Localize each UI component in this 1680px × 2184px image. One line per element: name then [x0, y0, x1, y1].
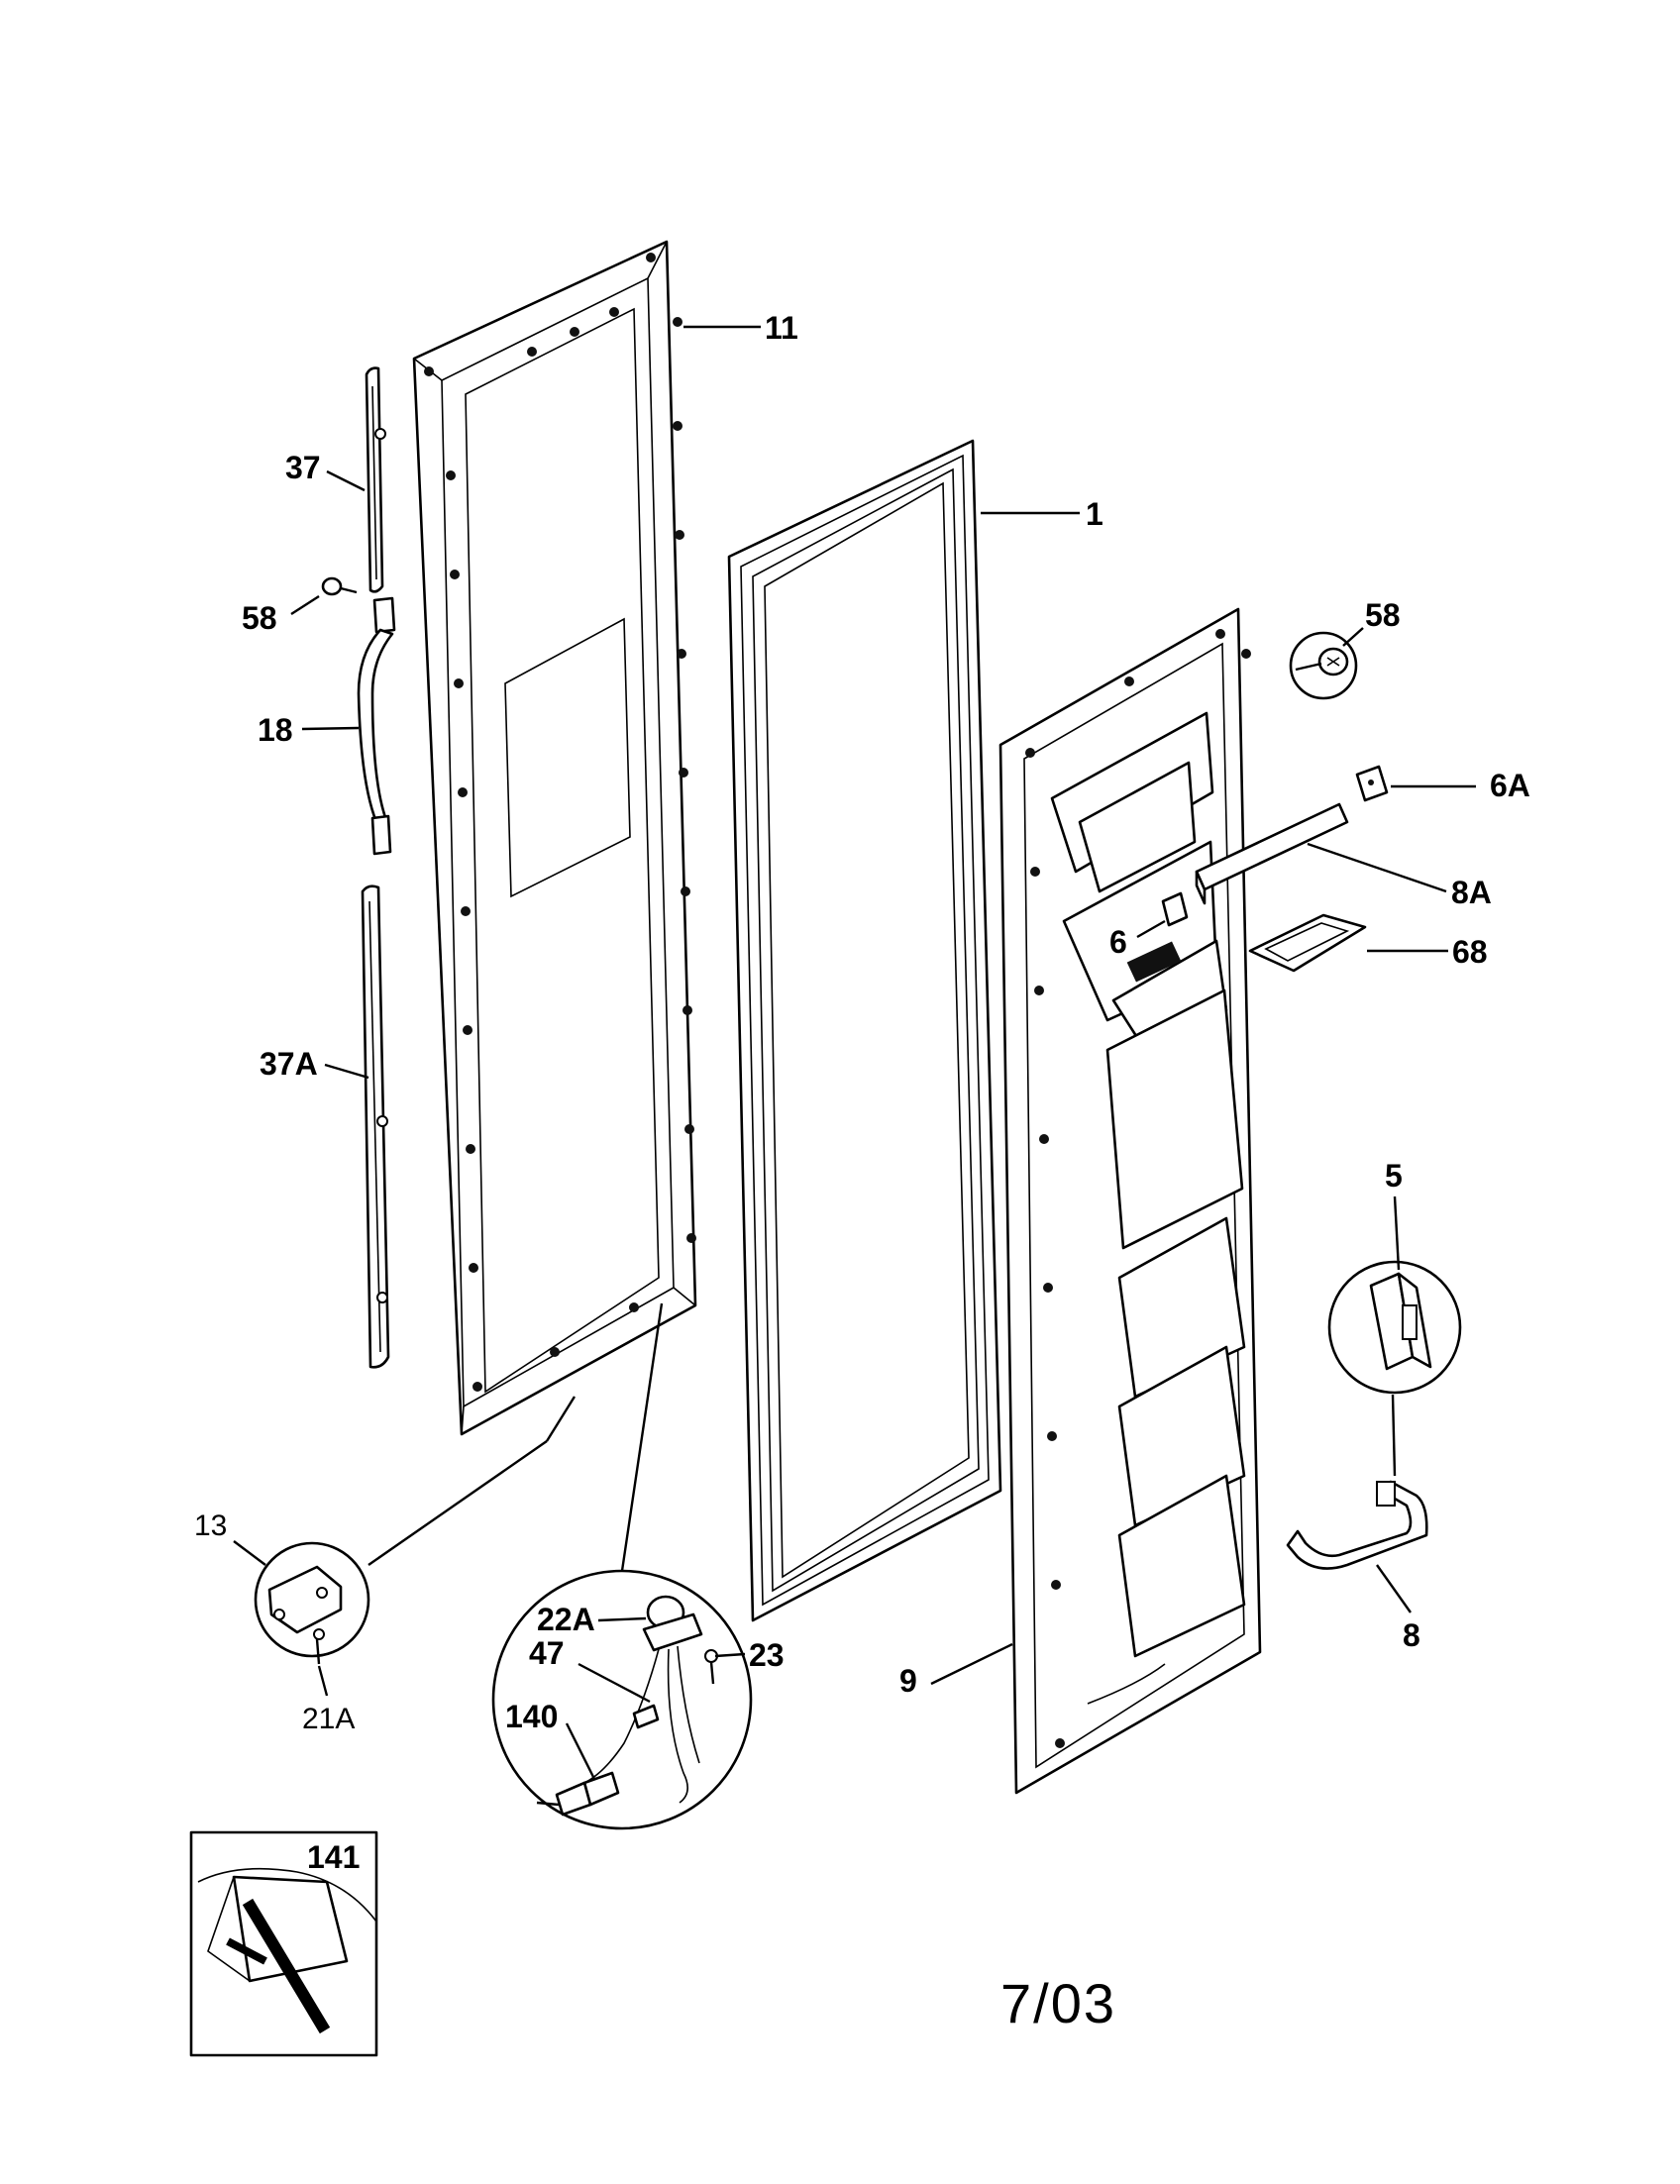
harness-bracket-part-8: [1286, 1480, 1428, 1613]
handle-part-18: [301, 596, 396, 856]
callout-37a: 37A: [260, 1046, 318, 1082]
trim-strip-part-37a: [324, 884, 390, 1369]
callout-140: 140: [505, 1699, 558, 1734]
callout-22a: 22A: [537, 1602, 595, 1637]
callout-141: 141: [307, 1839, 360, 1875]
bracket-inset-13-21a: [233, 1396, 577, 1697]
switch-inset-part-5: [1327, 1196, 1462, 1477]
revision-date: 7/03: [1000, 1972, 1116, 2034]
screw-inset-part-58-right: [1289, 627, 1364, 700]
callout-6: 6: [1109, 924, 1127, 960]
callout-58-right: 58: [1365, 597, 1401, 633]
channel-part-8a: [1195, 802, 1447, 905]
callout-58-left: 58: [242, 600, 277, 636]
callout-13: 13: [194, 1509, 227, 1542]
callout-1: 1: [1086, 496, 1103, 532]
callout-37: 37: [285, 450, 321, 485]
callout-21a: 21A: [302, 1703, 355, 1735]
trim-strip-part-37: [326, 366, 386, 593]
gasket-part-1: [727, 439, 1080, 1622]
screw-part-58-left: [290, 576, 358, 616]
callout-5: 5: [1385, 1158, 1403, 1194]
cover-part-68: [1248, 913, 1448, 973]
callout-8a: 8A: [1451, 875, 1492, 910]
clip-part-6a: [1355, 765, 1476, 802]
lubricant-inset-part-141: [189, 1830, 378, 2057]
inner-liner-part-9: [930, 607, 1262, 1795]
callout-9: 9: [899, 1663, 917, 1699]
callout-6a: 6A: [1490, 768, 1530, 803]
callout-47: 47: [529, 1635, 565, 1671]
callout-68: 68: [1452, 934, 1488, 970]
callout-8: 8: [1403, 1617, 1420, 1653]
door-frame-part-11: [412, 240, 761, 1436]
clip-part-6: [1136, 891, 1189, 939]
callout-18: 18: [258, 712, 293, 748]
light-socket-inset: [491, 1302, 753, 1830]
callout-23: 23: [749, 1637, 785, 1673]
callout-11: 11: [765, 310, 798, 346]
